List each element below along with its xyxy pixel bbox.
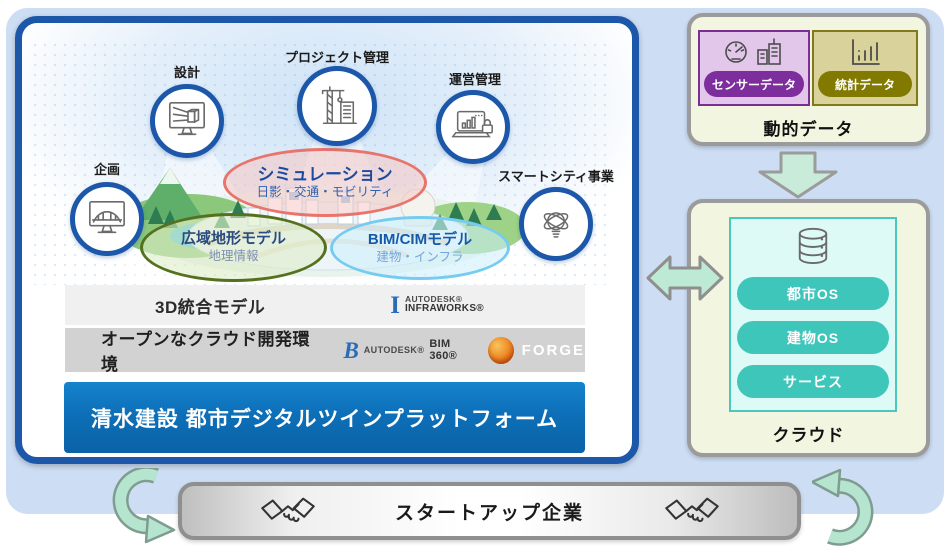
layer-pill-service: サービス [737, 365, 889, 398]
cloud-env-bar-label: オープンなクラウド開発環境 [101, 330, 310, 374]
cloud-title: クラウド [772, 426, 845, 445]
bidirectional-arrow [646, 255, 724, 301]
sensor-data-pill: センサーデータ [704, 71, 804, 97]
oval-terrain-subtitle: 地理情報 [208, 249, 259, 264]
infraworks-i-glyph: I [390, 291, 400, 319]
bim360-b-glyph: B [343, 337, 359, 363]
gauge-city-icon [725, 38, 781, 65]
node-operation-management [436, 90, 510, 164]
curved-arrow-right [812, 468, 874, 546]
forge-label: FORGE [521, 341, 585, 359]
statistics-data-panel: 統計データ [812, 30, 918, 106]
curved-arrow-left [112, 468, 176, 544]
oval-simulation-title: シミュレーション [257, 165, 393, 185]
infraworks-product-text: INFRAWORKS® [404, 303, 484, 315]
oval-bim-cim-title: BIM/CIMモデル [367, 230, 473, 248]
laptop-lock-icon [451, 110, 493, 138]
node-label-operation-management: 運営管理 [448, 72, 502, 87]
layer-pill-building-os: 建物OS [737, 321, 889, 354]
database-icon [798, 227, 828, 264]
handshake-icon [261, 497, 315, 523]
bar-chart-icon [852, 39, 880, 65]
statistics-data-pill: 統計データ [818, 71, 912, 97]
layer-pill-city-os: 都市OS [737, 277, 889, 310]
node-label-smart-city-business: スマートシティ事業 [498, 169, 614, 184]
forge-logo-icon [488, 336, 514, 364]
down-arrow [758, 151, 838, 199]
infraworks-logo: I AUTODESK® INFRAWORKS® [390, 293, 484, 318]
node-design [150, 84, 224, 158]
integration-bar-label: 3D統合モデル [155, 297, 266, 317]
cloud-env-bar: オープンなクラウド開発環境 B AUTODESK® BIM 360® FORGE [65, 328, 585, 374]
bim360-product-text: BIM 360® [429, 338, 458, 362]
oval-simulation-subtitle: 日影・交通・モビリティ [256, 185, 394, 200]
node-label-project-management: プロジェクト管理 [284, 50, 390, 65]
cloud-inner-panel: 都市OS 建物OS サービス [729, 217, 897, 412]
oval-terrain: 広域地形モデル 地理情報 [140, 213, 327, 282]
bim360-logo: B AUTODESK® BIM 360® [343, 338, 474, 362]
bulb-network-icon [543, 212, 569, 238]
dynamic-data-title: 動的データ [763, 120, 854, 139]
node-planning [70, 182, 144, 256]
infraworks-brand-text: AUTODESK® [404, 294, 463, 305]
handshake-icon [665, 497, 719, 523]
sensor-data-panel: センサーデータ [698, 30, 810, 106]
integration-bar: 3D統合モデル I AUTODESK® INFRAWORKS® [65, 285, 585, 325]
platform-title-bar: 清水建設 都市デジタルツインプラットフォーム [64, 382, 585, 453]
node-label-design: 設計 [173, 65, 201, 80]
monitor-building-icon [169, 102, 205, 136]
monitor-bridge-icon [89, 201, 125, 234]
oval-bim-cim: BIM/CIMモデル 建物・インフラ [330, 216, 510, 280]
oval-simulation: シミュレーション 日影・交通・モビリティ [223, 148, 427, 217]
oval-terrain-title: 広域地形モデル [180, 230, 286, 248]
crane-building-icon [321, 86, 357, 125]
node-smart-city-business [519, 187, 593, 261]
node-label-planning: 企画 [93, 162, 121, 177]
startup-bar-label: スタートアップ企業 [394, 502, 584, 524]
bim360-brand-text: AUTODESK® [363, 345, 425, 355]
oval-bim-cim-subtitle: 建物・インフラ [376, 249, 464, 264]
node-project-management [297, 66, 377, 146]
